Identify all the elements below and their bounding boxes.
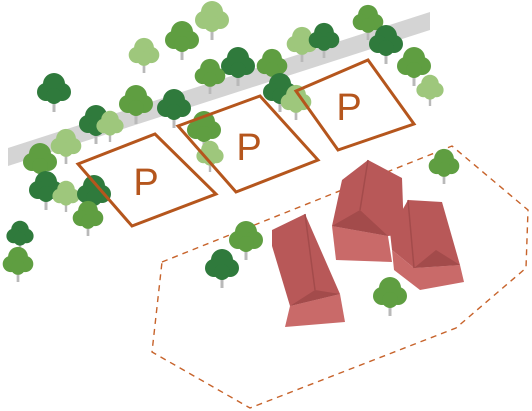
tree-icon <box>157 89 191 128</box>
tree-icon <box>286 26 318 62</box>
tree-icon <box>369 25 403 64</box>
tree-icon <box>205 249 239 288</box>
tree-icon <box>2 246 34 282</box>
building-middle <box>332 159 404 262</box>
parking-area: P P P <box>75 58 417 228</box>
tree-icon <box>165 21 199 60</box>
tree-icon <box>23 143 57 182</box>
tree-icon <box>119 85 153 124</box>
tree-icon <box>96 110 124 142</box>
parking-spot-2: P <box>175 94 321 194</box>
tree-icon <box>373 277 407 316</box>
tree-icon <box>29 171 63 210</box>
tree-icon <box>128 37 160 73</box>
tree-icon <box>256 48 288 84</box>
tree-icon <box>50 128 82 164</box>
parking-spot-label: P <box>236 127 261 169</box>
tree-icon <box>397 47 431 86</box>
parking-spot-label: P <box>336 87 361 129</box>
tree-icon <box>416 74 444 106</box>
tree-icon <box>6 220 34 252</box>
parking-spot-label: P <box>133 162 158 204</box>
tree-icon <box>37 73 71 112</box>
trees-layer <box>2 1 460 316</box>
tree-icon <box>221 47 255 86</box>
buildings-group <box>272 159 464 327</box>
tree-icon <box>308 22 340 58</box>
tree-icon <box>428 148 460 184</box>
parking-spot-1: P <box>75 132 219 228</box>
building-right <box>390 199 464 290</box>
tree-icon <box>352 4 384 40</box>
parking-spot-3: P <box>293 58 417 152</box>
tree-icon <box>194 58 226 94</box>
tree-icon <box>72 200 104 236</box>
tree-icon <box>187 111 221 150</box>
tree-icon <box>195 1 229 40</box>
building-left <box>272 213 345 327</box>
tree-icon <box>52 180 80 212</box>
tree-icon <box>229 221 263 260</box>
tree-icon <box>196 140 224 172</box>
